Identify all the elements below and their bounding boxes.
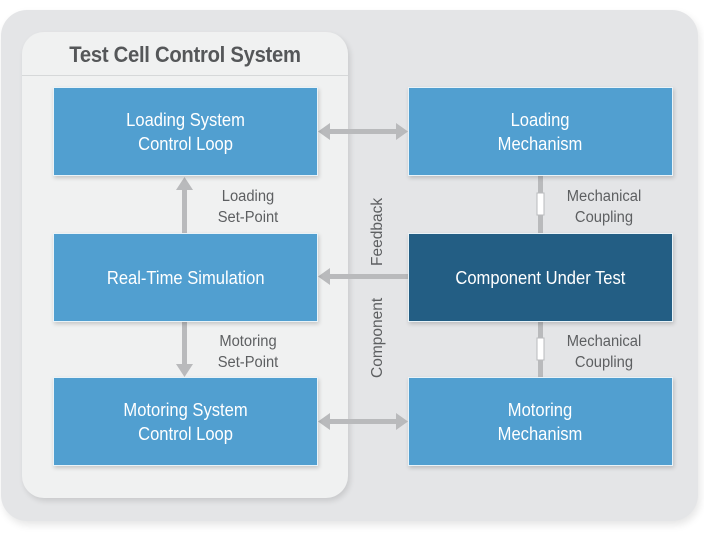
panel-title-divider xyxy=(22,75,348,76)
component-under-test-box: Component Under Test xyxy=(408,233,673,322)
box-text-line: Control Loop xyxy=(138,423,233,444)
real-time-simulation-box: Real-Time Simulation xyxy=(53,233,318,322)
box-text-line: Loading System xyxy=(126,109,245,130)
loading-mechanism-box: Loading Mechanism xyxy=(408,87,673,176)
label-line: Motoring xyxy=(219,333,277,350)
panel-title: Test Cell Control System xyxy=(69,42,301,67)
motoring-setpoint-label: Motoring Set-Point xyxy=(200,331,296,373)
label-line: Mechanical xyxy=(566,188,642,205)
arrow-motoring-control-mechanism xyxy=(318,413,408,430)
box-text-line: Motoring xyxy=(508,399,573,420)
mechanical-coupling-bottom-label: Mechanical Coupling xyxy=(552,331,656,373)
box-text-line: Motoring System xyxy=(123,399,248,420)
loading-system-control-loop-box: Loading System Control Loop xyxy=(53,87,318,176)
component-feedback-label-feedback: Feedback xyxy=(369,197,386,266)
motoring-system-control-loop-box: Motoring System Control Loop xyxy=(53,377,318,466)
component-feedback-label-component: Component xyxy=(369,297,386,378)
mechanical-coupling-bottom xyxy=(536,322,545,377)
motoring-mechanism-box: Motoring Mechanism xyxy=(408,377,673,466)
box-text-line: Loading xyxy=(511,109,570,130)
arrow-loading-setpoint xyxy=(176,177,193,233)
arrow-component-feedback xyxy=(318,268,408,285)
box-text-line: Control Loop xyxy=(138,133,233,154)
box-text-line: Component Under Test xyxy=(455,267,626,288)
arrow-motoring-setpoint xyxy=(176,322,193,377)
label-line: Mechanical xyxy=(566,333,642,350)
label-line: Loading xyxy=(221,188,275,205)
box-text-line: Mechanism xyxy=(498,133,583,154)
mechanical-coupling-top-label: Mechanical Coupling xyxy=(552,186,656,228)
arrow-loading-control-mechanism xyxy=(318,123,408,140)
box-text-line: Real-Time Simulation xyxy=(106,267,265,288)
label-line: Coupling xyxy=(574,354,634,371)
loading-setpoint-label: Loading Set-Point xyxy=(200,186,296,228)
mechanical-coupling-top xyxy=(536,176,545,233)
label-line: Coupling xyxy=(574,209,634,226)
label-line: Set-Point xyxy=(217,209,279,226)
box-text-line: Mechanism xyxy=(498,423,583,444)
label-line: Set-Point xyxy=(217,354,279,371)
